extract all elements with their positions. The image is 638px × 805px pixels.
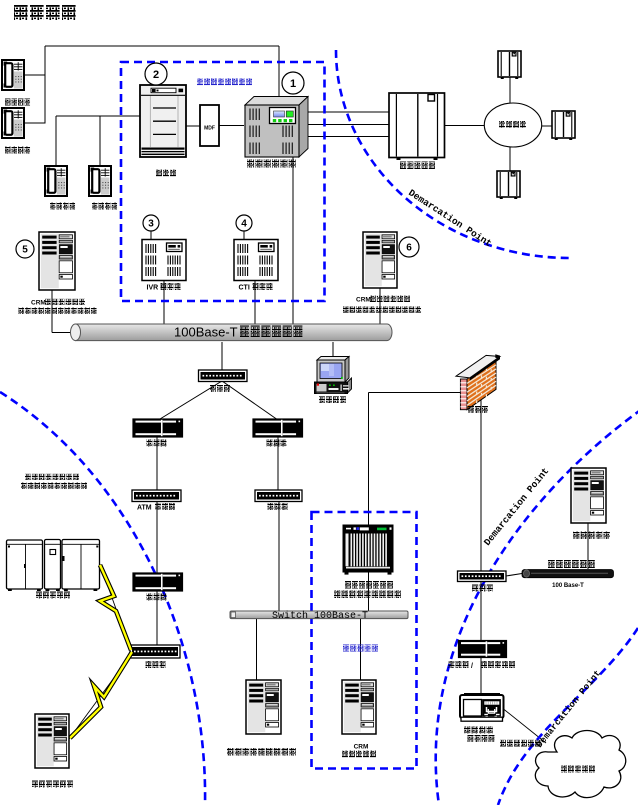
svg-text:CRM: CRM	[354, 744, 369, 751]
svg-text:100Base-T: 100Base-T	[174, 325, 238, 340]
svg-text:CTI: CTI	[239, 285, 250, 292]
svg-text:CRM: CRM	[356, 297, 371, 304]
svg-text:2: 2	[153, 69, 159, 81]
svg-text:/: /	[471, 663, 473, 670]
svg-text:100 Base-T: 100 Base-T	[552, 583, 584, 589]
svg-text:ATM: ATM	[137, 505, 152, 512]
svg-text:Switch 100Base-T: Switch 100Base-T	[272, 610, 368, 622]
svg-text:3: 3	[148, 219, 154, 230]
svg-text:5: 5	[22, 245, 28, 256]
svg-text:4: 4	[241, 219, 247, 230]
svg-text:1: 1	[290, 78, 296, 90]
svg-text:MDF: MDF	[204, 125, 215, 131]
svg-text:IVR: IVR	[147, 285, 159, 292]
svg-text:6: 6	[406, 243, 412, 254]
svg-text:CRM: CRM	[31, 300, 46, 307]
